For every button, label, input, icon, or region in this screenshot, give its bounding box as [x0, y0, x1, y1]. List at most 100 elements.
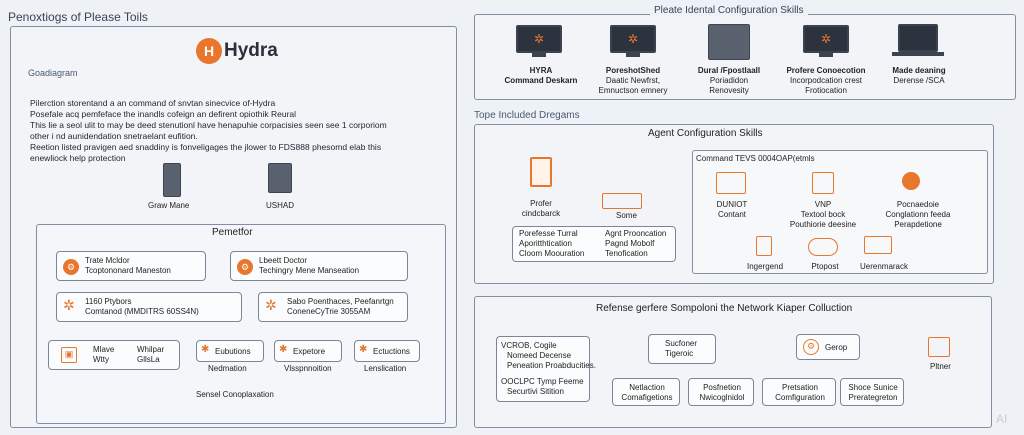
item-label: Poriadidon: [709, 76, 749, 85]
item-label: Derense /SCA: [893, 76, 945, 85]
left-bullet-list: Pilerction storentand a an command of sn…: [30, 98, 450, 164]
pemetfor-title: Pemetfor: [212, 227, 253, 238]
command-title: Command TEVS 0004OAP(etmls: [696, 154, 815, 163]
item-label: Frotiocation: [805, 86, 847, 95]
bottom-right-title: Refense gerfere Sompoloni the Network Ki…: [596, 303, 853, 314]
document-icon: [756, 236, 772, 256]
node-box[interactable]: Pretsation Comfiguration: [762, 378, 836, 406]
monitor-icon: ✲: [516, 25, 562, 53]
node-line: Tcoptononard Maneston: [85, 266, 171, 275]
bullet-item: This lie a seol ulit to may be deed sten…: [30, 120, 387, 130]
node-line: Sucfoner: [665, 339, 698, 348]
list-item: Peneation Proabducities.: [507, 361, 596, 370]
settings-icon: ✱: [279, 344, 288, 355]
network-icon: ✲: [534, 32, 545, 46]
home-icon: [928, 337, 950, 357]
node-line: Comtanod (MMDITRS 60SS4N): [85, 307, 199, 316]
bottom-box[interactable]: ▣ Mlave Wtty Whilpar GllsLa: [48, 340, 180, 370]
server-icon: [163, 163, 181, 197]
node-box[interactable]: ⚙ Lbeett Doctor Techingry Mene Manseatio…: [230, 251, 408, 281]
node-line: Nwicoglnidol: [699, 393, 745, 402]
box-line: Eubutions: [215, 347, 251, 356]
feature-list-box: Porefesse Turral Aporitthtication Cloom …: [512, 226, 676, 262]
node-line: ConeneCyTrie 3055AM: [287, 307, 371, 316]
list-item: VCROB, Cogile: [501, 341, 557, 350]
node-box[interactable]: ✲ 1160 Ptybors Comtanod (MMDITRS 60SS4N): [56, 292, 242, 322]
monitor-stand: [819, 53, 833, 57]
bullet-item: Pilerction storentand a an command of sn…: [30, 98, 276, 108]
top-right-title: Pleate Idental Configuration Skills: [650, 5, 808, 16]
laptop-base: [892, 52, 944, 56]
node-line: Trate Mcldor: [85, 256, 130, 265]
item-label: HYRA: [529, 66, 553, 75]
item-label: Uerenmarack: [859, 262, 908, 271]
node-line: Lbeett Doctor: [259, 256, 308, 265]
box-line: Expetore: [293, 347, 326, 356]
item-label: Emnuctson emnery: [598, 86, 668, 95]
bottom-label: Vlsspnnoition: [284, 364, 332, 373]
box-line: GllsLa: [137, 355, 160, 364]
network-icon: ✲: [821, 32, 832, 46]
node-line: Shoce Sunice: [848, 383, 898, 392]
node-box[interactable]: Shoce Sunice Prerategreton: [840, 378, 904, 406]
bottom-box[interactable]: ✱ Expetore: [274, 340, 342, 362]
node-box[interactable]: Netlaction Comafigetions: [612, 378, 680, 406]
item-label: cindcbarck: [521, 209, 561, 218]
node-box[interactable]: Sucfoner Tigeroic: [648, 334, 716, 364]
cloud-icon: [808, 238, 838, 256]
item-label: Conglationn feeda: [885, 210, 951, 219]
item-label: Made deaning: [892, 66, 946, 75]
node-line: Prerategreton: [848, 393, 898, 402]
item-label: Pocnaedoie: [896, 200, 940, 209]
list-item: Tenofication: [605, 249, 648, 258]
item-label: Ingergend: [746, 262, 784, 271]
bullet-item: other i nd aunidendation snetraelant euf…: [30, 131, 198, 141]
hydra-logo: H Hydra: [196, 38, 278, 64]
node-line: Comafigetions: [621, 393, 673, 402]
document-icon: [530, 157, 552, 187]
item-label: Pouthiorie deesine: [789, 220, 857, 229]
list-item: Securtivi Sitition: [507, 387, 564, 396]
network-icon: ✲: [63, 297, 75, 313]
left-panel-title: Penoxtiogs of Please Toils: [8, 10, 148, 24]
user-icon: [902, 172, 920, 190]
server-label: USHAD: [266, 201, 295, 210]
monitor-icon: ✲: [803, 25, 849, 53]
node-box[interactable]: ✲ Sabo Poenthaces, Peefanrtgn ConeneCyTr…: [258, 292, 408, 322]
node-box[interactable]: ⚙ Trate Mcldor Tcoptononard Maneston: [56, 251, 206, 281]
item-label: VNP: [814, 200, 832, 209]
left-footer-label: Sensel Conoplaxation: [196, 390, 274, 399]
watermark: AI: [996, 412, 1008, 426]
node-line: Techingry Mene Manseation: [259, 266, 360, 275]
gear-icon: ⚙: [803, 339, 819, 355]
server-icon: [268, 163, 292, 193]
list-item: Pagnd Mobolf: [605, 239, 655, 248]
bottom-box[interactable]: ✱ Eubutions: [196, 340, 264, 362]
card-icon: [602, 193, 642, 209]
server-label: Graw Mane: [148, 201, 190, 210]
item-label: Daatic Newfrst,: [605, 76, 661, 85]
laptop-icon: [898, 24, 938, 52]
monitor-icon: [864, 236, 892, 254]
bottom-label: Nedmation: [208, 364, 247, 373]
device-icon: [716, 172, 746, 194]
item-label: Profer: [530, 199, 552, 208]
list-item: Agnt Prooncation: [605, 229, 667, 238]
node-box[interactable]: ⚙ Gerop: [796, 334, 860, 360]
node-line: Comfiguration: [775, 393, 825, 402]
node-line: Gerop: [825, 343, 848, 352]
bullet-item: Reetion listed pravigen aed snaddiny is …: [30, 142, 382, 152]
bottom-box[interactable]: ✱ Ectuctions: [354, 340, 420, 362]
middle-section-label: Tope Included Dregams: [474, 110, 580, 121]
item-label: Dural /Fpostlaall: [697, 66, 761, 75]
server-rack-icon: [708, 24, 750, 60]
item-label: Command Deskarn: [504, 76, 578, 85]
node-line: Netlaction: [629, 383, 665, 392]
list-item: Cloom Moouration: [519, 249, 585, 258]
item-label: Renovesity: [709, 86, 749, 95]
item-label: Incorpodcation crest: [789, 76, 863, 85]
node-box[interactable]: Posfnetion Nwicoglnidol: [688, 378, 754, 406]
item-label: Pltner: [930, 362, 951, 371]
item-label: Textool bock: [800, 210, 846, 219]
item-label: Perapdetione: [894, 220, 942, 229]
